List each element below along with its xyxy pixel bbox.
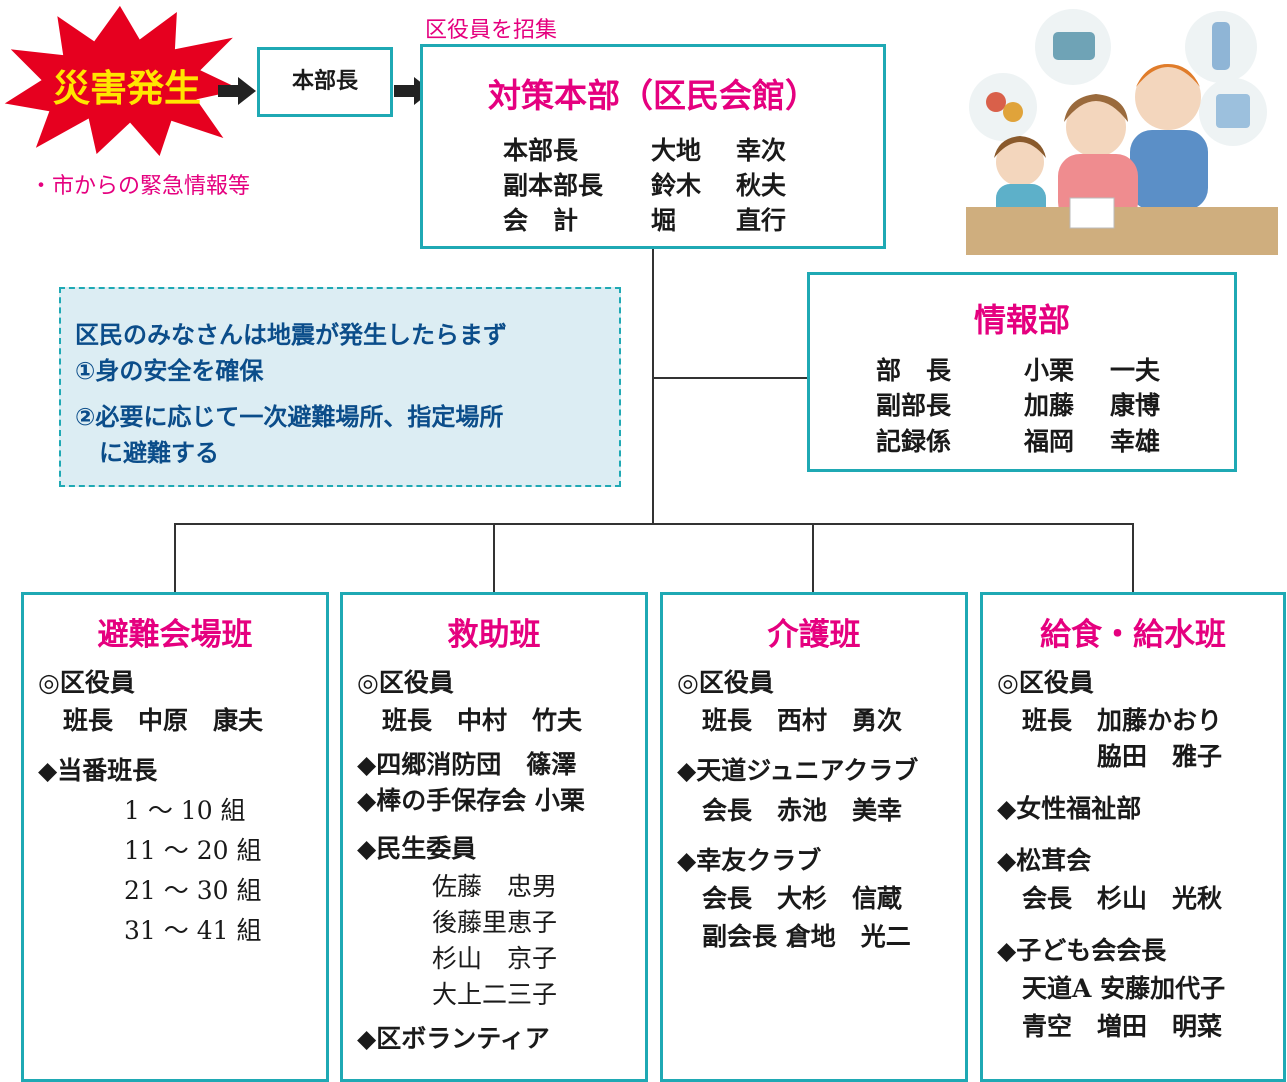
hq-member-role: 本部長 [503, 136, 579, 165]
team-box-rescue: 救助班 ◎区役員 班長 中村 竹夫 ◆四郷消防団 篠澤 ◆棒の手保存会 小栗 ◆… [340, 592, 648, 1082]
connector-line [652, 377, 808, 379]
info-member-family: 福岡 [1024, 427, 1075, 456]
team-title: 介護班 [767, 617, 861, 653]
team-line: ◆棒の手保存会 小栗 [357, 786, 585, 815]
hq-note: 区役員を招集 [425, 18, 558, 43]
arrow-right-icon [218, 75, 258, 109]
info-member-family: 加藤 [1024, 391, 1075, 420]
team-line: 副会長 倉地 光二 [677, 922, 911, 951]
info-member-given: 一夫 [1110, 356, 1161, 385]
team-line: 杉山 京子 [357, 944, 558, 973]
team-line: 会長 杉山 光秋 [997, 884, 1223, 913]
disaster-label: 災害発生 [53, 67, 201, 110]
team-title: 避難会場班 [97, 617, 253, 653]
connector-line [493, 523, 495, 593]
team-line: 会長 赤池 美幸 [677, 796, 903, 825]
hq-member-role: 副本部長 [503, 171, 604, 200]
emergency-info-note: ・市からの緊急情報等 [30, 174, 251, 199]
team-line: 佐藤 忠男 [357, 872, 558, 901]
hq-member-given: 秋夫 [736, 171, 787, 200]
team-line: ◆松茸会 [997, 846, 1092, 875]
team-line: 脇田 雅子 [997, 742, 1223, 771]
info-member-role: 部 長 [876, 356, 952, 385]
notice-line: に避難する [75, 439, 219, 467]
info-member-role: 副部長 [876, 391, 952, 420]
connector-line [812, 523, 814, 593]
info-dept-box: 情報部 部 長 小栗 一夫 副部長 加藤 康博 記録係 福岡 幸雄 [807, 272, 1237, 472]
team-box-evacuation-hall: 避難会場班 ◎区役員 班長 中原 康夫 ◆当番班長 1 〜 10 組 11 〜 … [21, 592, 329, 1082]
hq-member-given: 幸次 [736, 136, 787, 165]
connector-line [1132, 523, 1134, 593]
team-line: ◆子ども会会長 [997, 936, 1167, 965]
evacuation-notice: 区民のみなさんは地震が発生したらまず ①身の安全を確保 ②必要に応じて一次避難場… [59, 287, 621, 487]
team-line: 班長 加藤かおり [997, 706, 1223, 735]
team-line: 班長 西村 勇次 [677, 706, 903, 735]
team-line: 天道A 安藤加代子 [997, 974, 1226, 1003]
team-line: 31 〜 41 組 [74, 916, 262, 945]
team-line: ◆天道ジュニアクラブ [677, 756, 919, 785]
notice-line: ②必要に応じて一次避難場所、指定場所 [75, 403, 504, 431]
team-line: 班長 中原 康夫 [38, 706, 264, 735]
team-line: ◎区役員 [677, 668, 774, 697]
chief-label: 本部長 [291, 69, 358, 94]
hq-member-given: 直行 [736, 206, 787, 235]
hq-title: 対策本部（区民会館） [488, 76, 818, 115]
team-line: ◎区役員 [997, 668, 1094, 697]
hq-member-role: 会 計 [503, 206, 579, 235]
team-line: ◆女性福祉部 [997, 794, 1142, 823]
info-dept-title: 情報部 [973, 301, 1070, 339]
team-line: ◆四郷消防団 篠澤 [357, 750, 577, 779]
connector-line [652, 249, 654, 524]
connector-line [174, 523, 1134, 525]
chief-box: 本部長 [257, 47, 393, 117]
hq-member-family: 大地 [651, 136, 702, 165]
family-illustration [958, 2, 1283, 257]
team-line: 班長 中村 竹夫 [357, 706, 583, 735]
hq-box: 対策本部（区民会館） 本部長 大地 幸次 副本部長 鈴木 秋夫 会 計 堀 直行 [420, 44, 886, 249]
team-line: 後藤里恵子 [357, 908, 558, 937]
team-line: ◎区役員 [357, 668, 454, 697]
info-member-given: 康博 [1110, 391, 1161, 420]
notice-line: 区民のみなさんは地震が発生したらまず [75, 321, 507, 349]
family-preparing-supplies-illustration [966, 9, 1278, 255]
team-line: 会長 大杉 信蔵 [677, 884, 903, 913]
team-line: 11 〜 20 組 [74, 836, 262, 865]
team-line: ◆当番班長 [38, 756, 158, 785]
team-line: ◎区役員 [38, 668, 135, 697]
disaster-starburst: 災害発生 [0, 0, 248, 160]
team-line: 1 〜 10 組 [74, 796, 246, 825]
info-member-given: 幸雄 [1110, 427, 1161, 456]
team-box-meals-water: 給食・給水班 ◎区役員 班長 加藤かおり 脇田 雅子 ◆女性福祉部 ◆松茸会 会… [980, 592, 1286, 1082]
hq-member-family: 鈴木 [651, 171, 702, 200]
team-title: 給食・給水班 [1040, 617, 1226, 653]
team-line: ◆幸友クラブ [677, 846, 822, 875]
team-line: 21 〜 30 組 [74, 876, 262, 905]
hq-member-family: 堀 [651, 206, 677, 235]
info-member-role: 記録係 [876, 427, 952, 456]
team-line: ◆民生委員 [357, 834, 477, 863]
team-line: 大上二三子 [357, 980, 558, 1009]
notice-line: ①身の安全を確保 [75, 357, 264, 385]
team-line: 青空 増田 明菜 [997, 1012, 1223, 1041]
team-box-care: 介護班 ◎区役員 班長 西村 勇次 ◆天道ジュニアクラブ 会長 赤池 美幸 ◆幸… [660, 592, 968, 1082]
info-member-family: 小栗 [1024, 356, 1075, 385]
starburst-shape [0, 2, 248, 160]
connector-line [174, 523, 176, 593]
team-title: 救助班 [447, 617, 541, 653]
team-line: ◆区ボランティア [357, 1024, 550, 1053]
